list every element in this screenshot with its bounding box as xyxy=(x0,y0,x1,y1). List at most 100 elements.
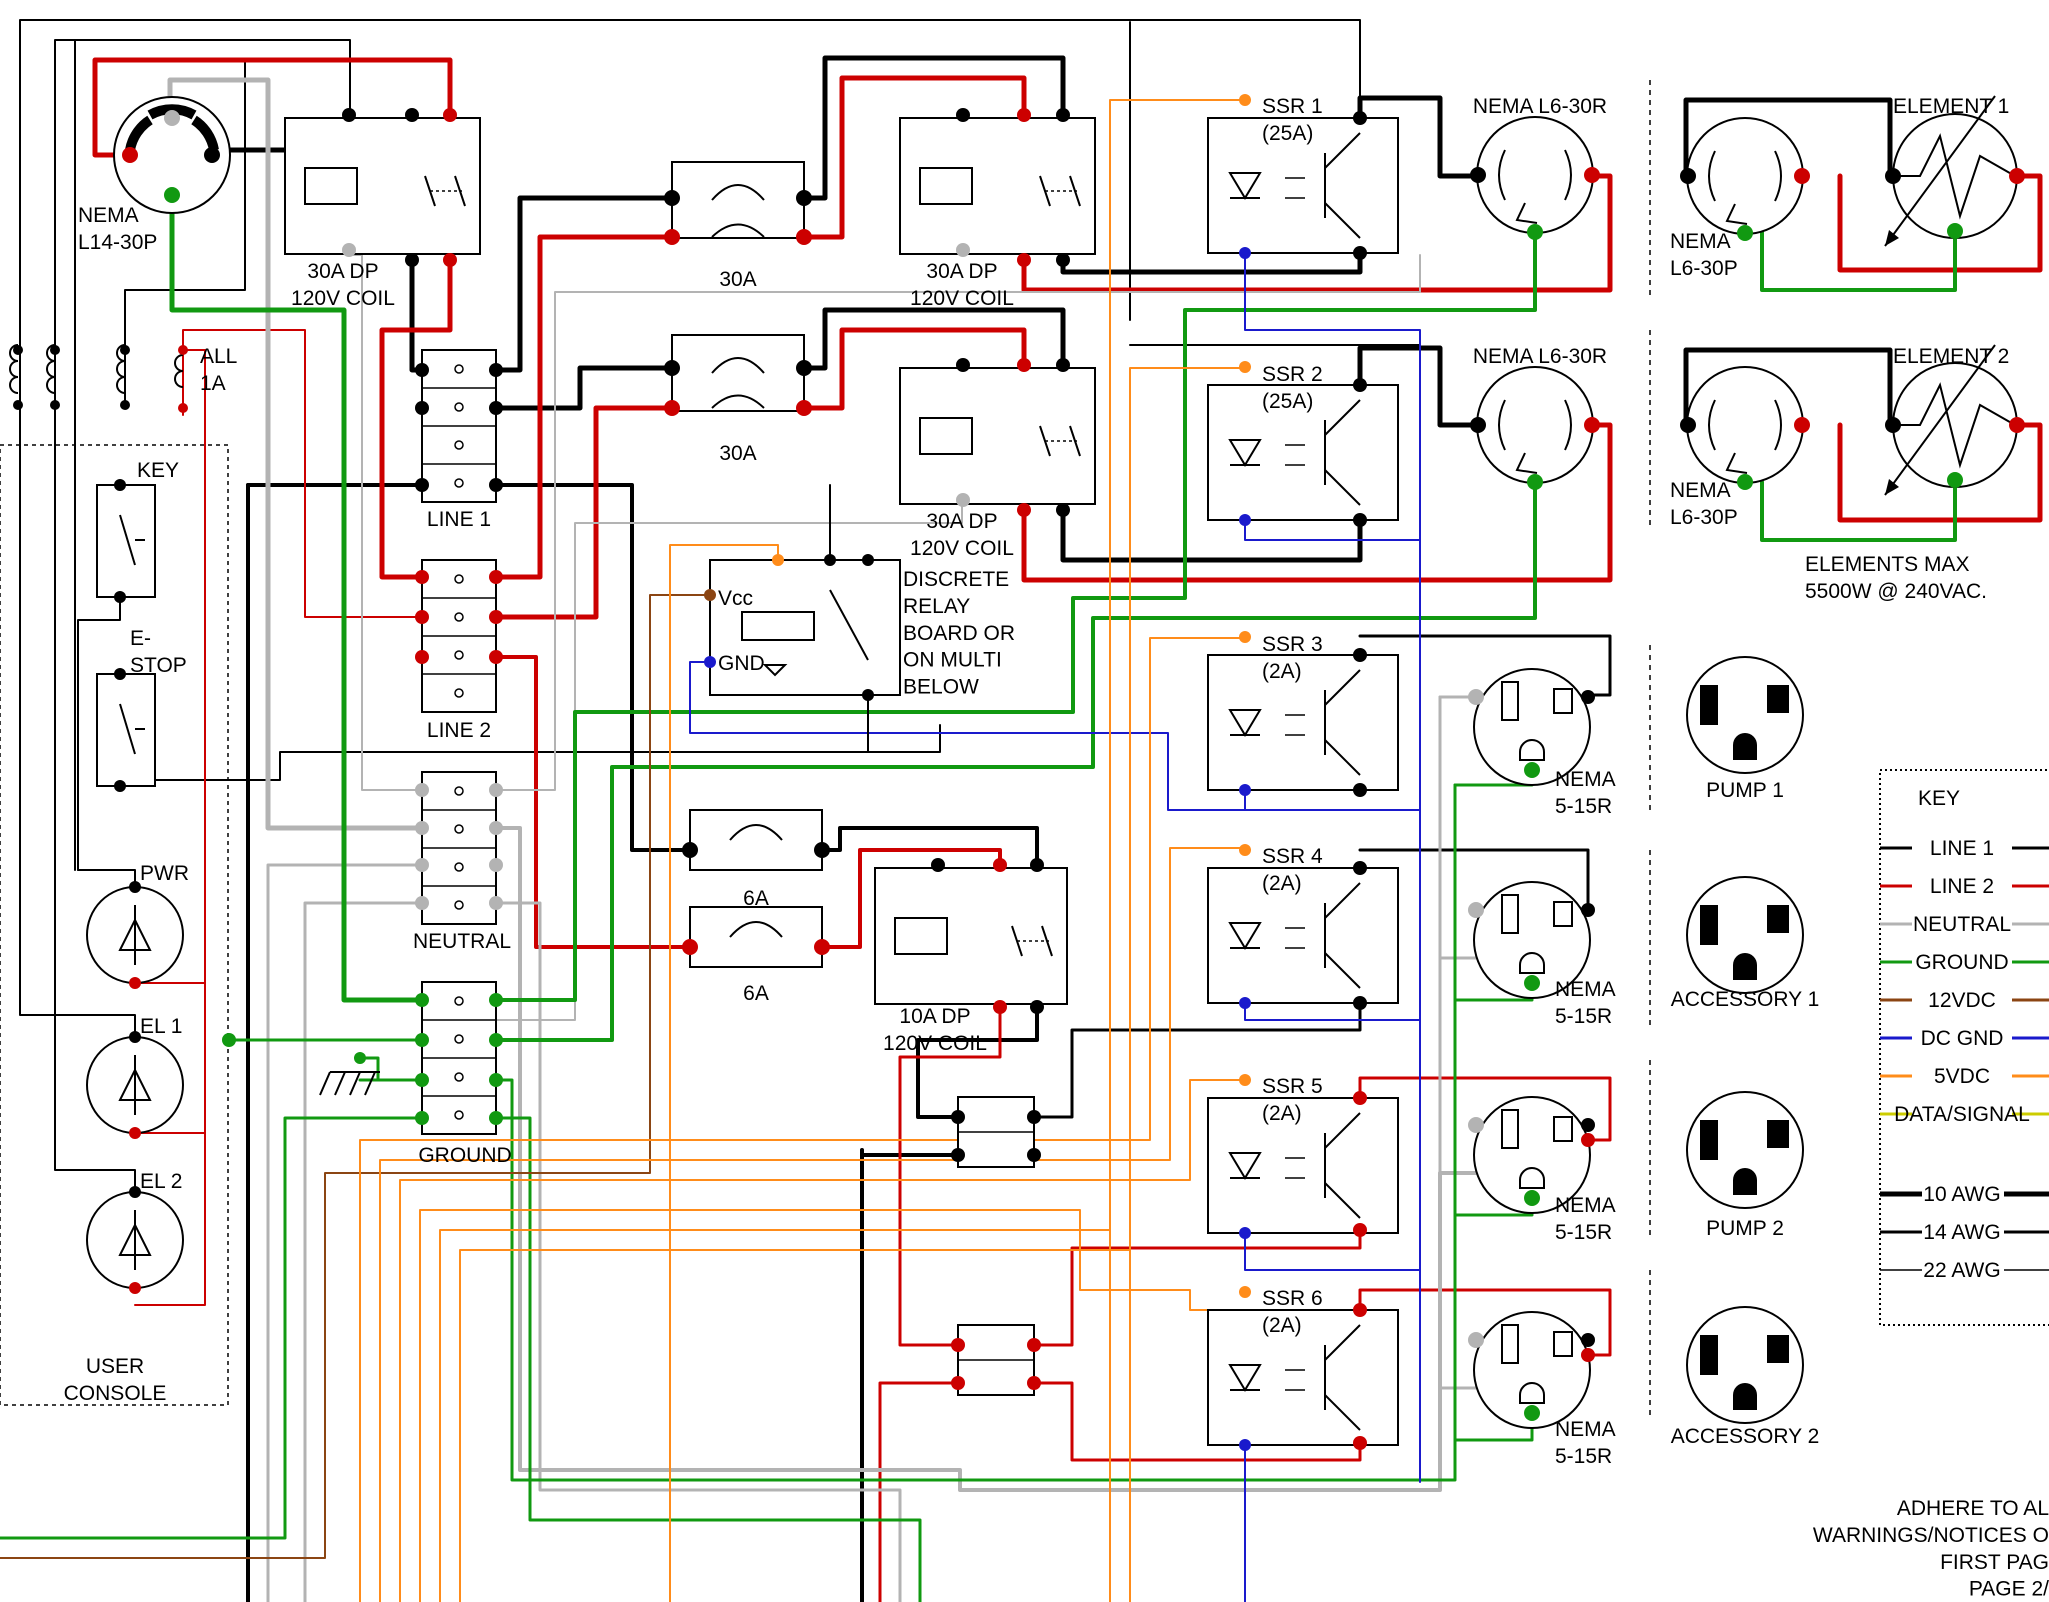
estop-contact xyxy=(119,703,136,755)
ground-wire xyxy=(0,1116,424,1540)
connection-dot xyxy=(664,190,680,206)
connection-dot xyxy=(164,187,180,203)
connection-dot xyxy=(1030,858,1044,872)
ssr-5-arrows xyxy=(1285,1157,1305,1179)
connection-dot xyxy=(682,939,698,955)
ground-wire xyxy=(1760,230,1957,292)
line2-wire xyxy=(1358,1076,1612,1142)
receptacle-5-15r-1-hot-slot xyxy=(1553,688,1573,714)
connection-dot xyxy=(1527,224,1543,240)
bus-line2-screw xyxy=(454,574,464,584)
line1-wire xyxy=(1060,252,1363,275)
connection-dot xyxy=(796,190,812,206)
connection-dot xyxy=(1239,94,1251,106)
legend-gauge-bg xyxy=(1922,1181,2004,1207)
ssr-3-arrows xyxy=(1285,714,1305,736)
ssr-5-transistor xyxy=(1324,1112,1361,1219)
connection-dot xyxy=(1353,1436,1367,1450)
receptacle-l6-30r-1-slot xyxy=(1498,149,1506,201)
connection-dot xyxy=(1027,1110,1041,1124)
line1-wire xyxy=(1357,345,1481,428)
ssr-2 xyxy=(1207,384,1399,521)
connection-dot xyxy=(1017,108,1031,122)
connection-dot xyxy=(1056,253,1070,267)
connection-dot xyxy=(489,478,503,492)
accessory2-label: ACCESSORY 2 xyxy=(1671,1425,1820,1448)
connection-dot xyxy=(1056,358,1070,372)
connection-dot xyxy=(114,591,126,603)
pump-2-plug-prong xyxy=(1767,1120,1789,1148)
connection-dot xyxy=(993,1000,1007,1014)
legend-label-bg xyxy=(1912,1063,2012,1089)
ssr4-label: SSR 4(2A) xyxy=(1262,845,1323,895)
connection-dot xyxy=(682,842,698,858)
ssr-3-led xyxy=(1228,709,1262,737)
line2-wire xyxy=(92,57,453,158)
connection-dot xyxy=(1239,1074,1251,1086)
estop-switch xyxy=(96,673,156,787)
rec-l6-2-label: NEMA L6-30R xyxy=(1473,345,1607,368)
gnd-label: GND xyxy=(718,652,765,675)
dcgnd-wire xyxy=(1244,1019,1421,1271)
ground-wire xyxy=(169,192,425,1003)
dcgnd-wire xyxy=(1244,524,1421,541)
connection-dot xyxy=(956,358,970,372)
connection-dot xyxy=(13,400,23,410)
ssr-2-arrows xyxy=(1285,444,1305,466)
connection-dot xyxy=(489,821,503,835)
line1-wire xyxy=(1683,97,1893,179)
control-wire xyxy=(77,589,121,871)
relay-el2-coil xyxy=(919,417,973,455)
neutral-wire xyxy=(266,863,424,1602)
bus-neutral-screw xyxy=(454,900,464,910)
connection-dot xyxy=(1524,1190,1540,1206)
connection-dot xyxy=(1027,1148,1041,1162)
connection-dot xyxy=(405,253,419,267)
ground-wire xyxy=(1453,1213,1534,1442)
accessory-2-plug-ground-prong xyxy=(1733,1383,1757,1410)
connection-dot xyxy=(1737,474,1753,490)
fuse-3 xyxy=(116,344,126,394)
ssr-1 xyxy=(1207,117,1399,254)
connection-dot xyxy=(342,108,356,122)
connection-dot xyxy=(489,1111,503,1125)
fuse-all xyxy=(174,354,184,388)
rec-l6-1-label: NEMA L6-30R xyxy=(1473,95,1607,118)
receptacle-5-15r-3-ground-slot xyxy=(1519,1167,1545,1189)
discrete-relay-coil xyxy=(741,611,815,641)
relay-main-coil xyxy=(304,167,358,205)
connection-dot xyxy=(1947,223,1963,239)
receptacle-l6-30r-1 xyxy=(1476,116,1594,234)
inlet-prong xyxy=(147,104,197,120)
connection-dot xyxy=(1030,1000,1044,1014)
connection-dot xyxy=(1353,648,1367,662)
connection-dot xyxy=(1527,474,1543,490)
legend-label: 12VDC xyxy=(1928,989,1996,1012)
connection-dot xyxy=(1027,1376,1041,1390)
bus-ground-screw xyxy=(454,1110,464,1120)
control-wire xyxy=(19,19,1361,501)
connection-dot xyxy=(1584,417,1600,433)
bus-neutral-label: NEUTRAL xyxy=(413,930,511,953)
connection-dot xyxy=(796,360,812,376)
pump-2-plug-ground-prong xyxy=(1733,1168,1757,1195)
plug-l6-30p-1-slot xyxy=(1725,203,1748,225)
connection-dot xyxy=(489,783,503,797)
connection-dot xyxy=(1056,108,1070,122)
connection-dot xyxy=(1581,1348,1595,1362)
legend-gauge-label: 22 AWG xyxy=(1923,1259,2000,1282)
ssr-1-transistor xyxy=(1324,132,1361,239)
key-label: KEY xyxy=(137,459,179,482)
ground-wire xyxy=(494,480,1537,1042)
line2-wire xyxy=(1021,422,1613,583)
receptacle-l6-30r-1-slot xyxy=(1564,149,1572,201)
connection-dot xyxy=(415,1033,429,1047)
connection-dot xyxy=(956,493,970,507)
accessory1-label: ACCESSORY 1 xyxy=(1671,988,1820,1011)
receptacle-5-15r-4-hot-slot xyxy=(1553,1331,1573,1357)
line2-control xyxy=(134,349,206,1306)
legend-gauge-label: 14 AWG xyxy=(1923,1221,2000,1244)
